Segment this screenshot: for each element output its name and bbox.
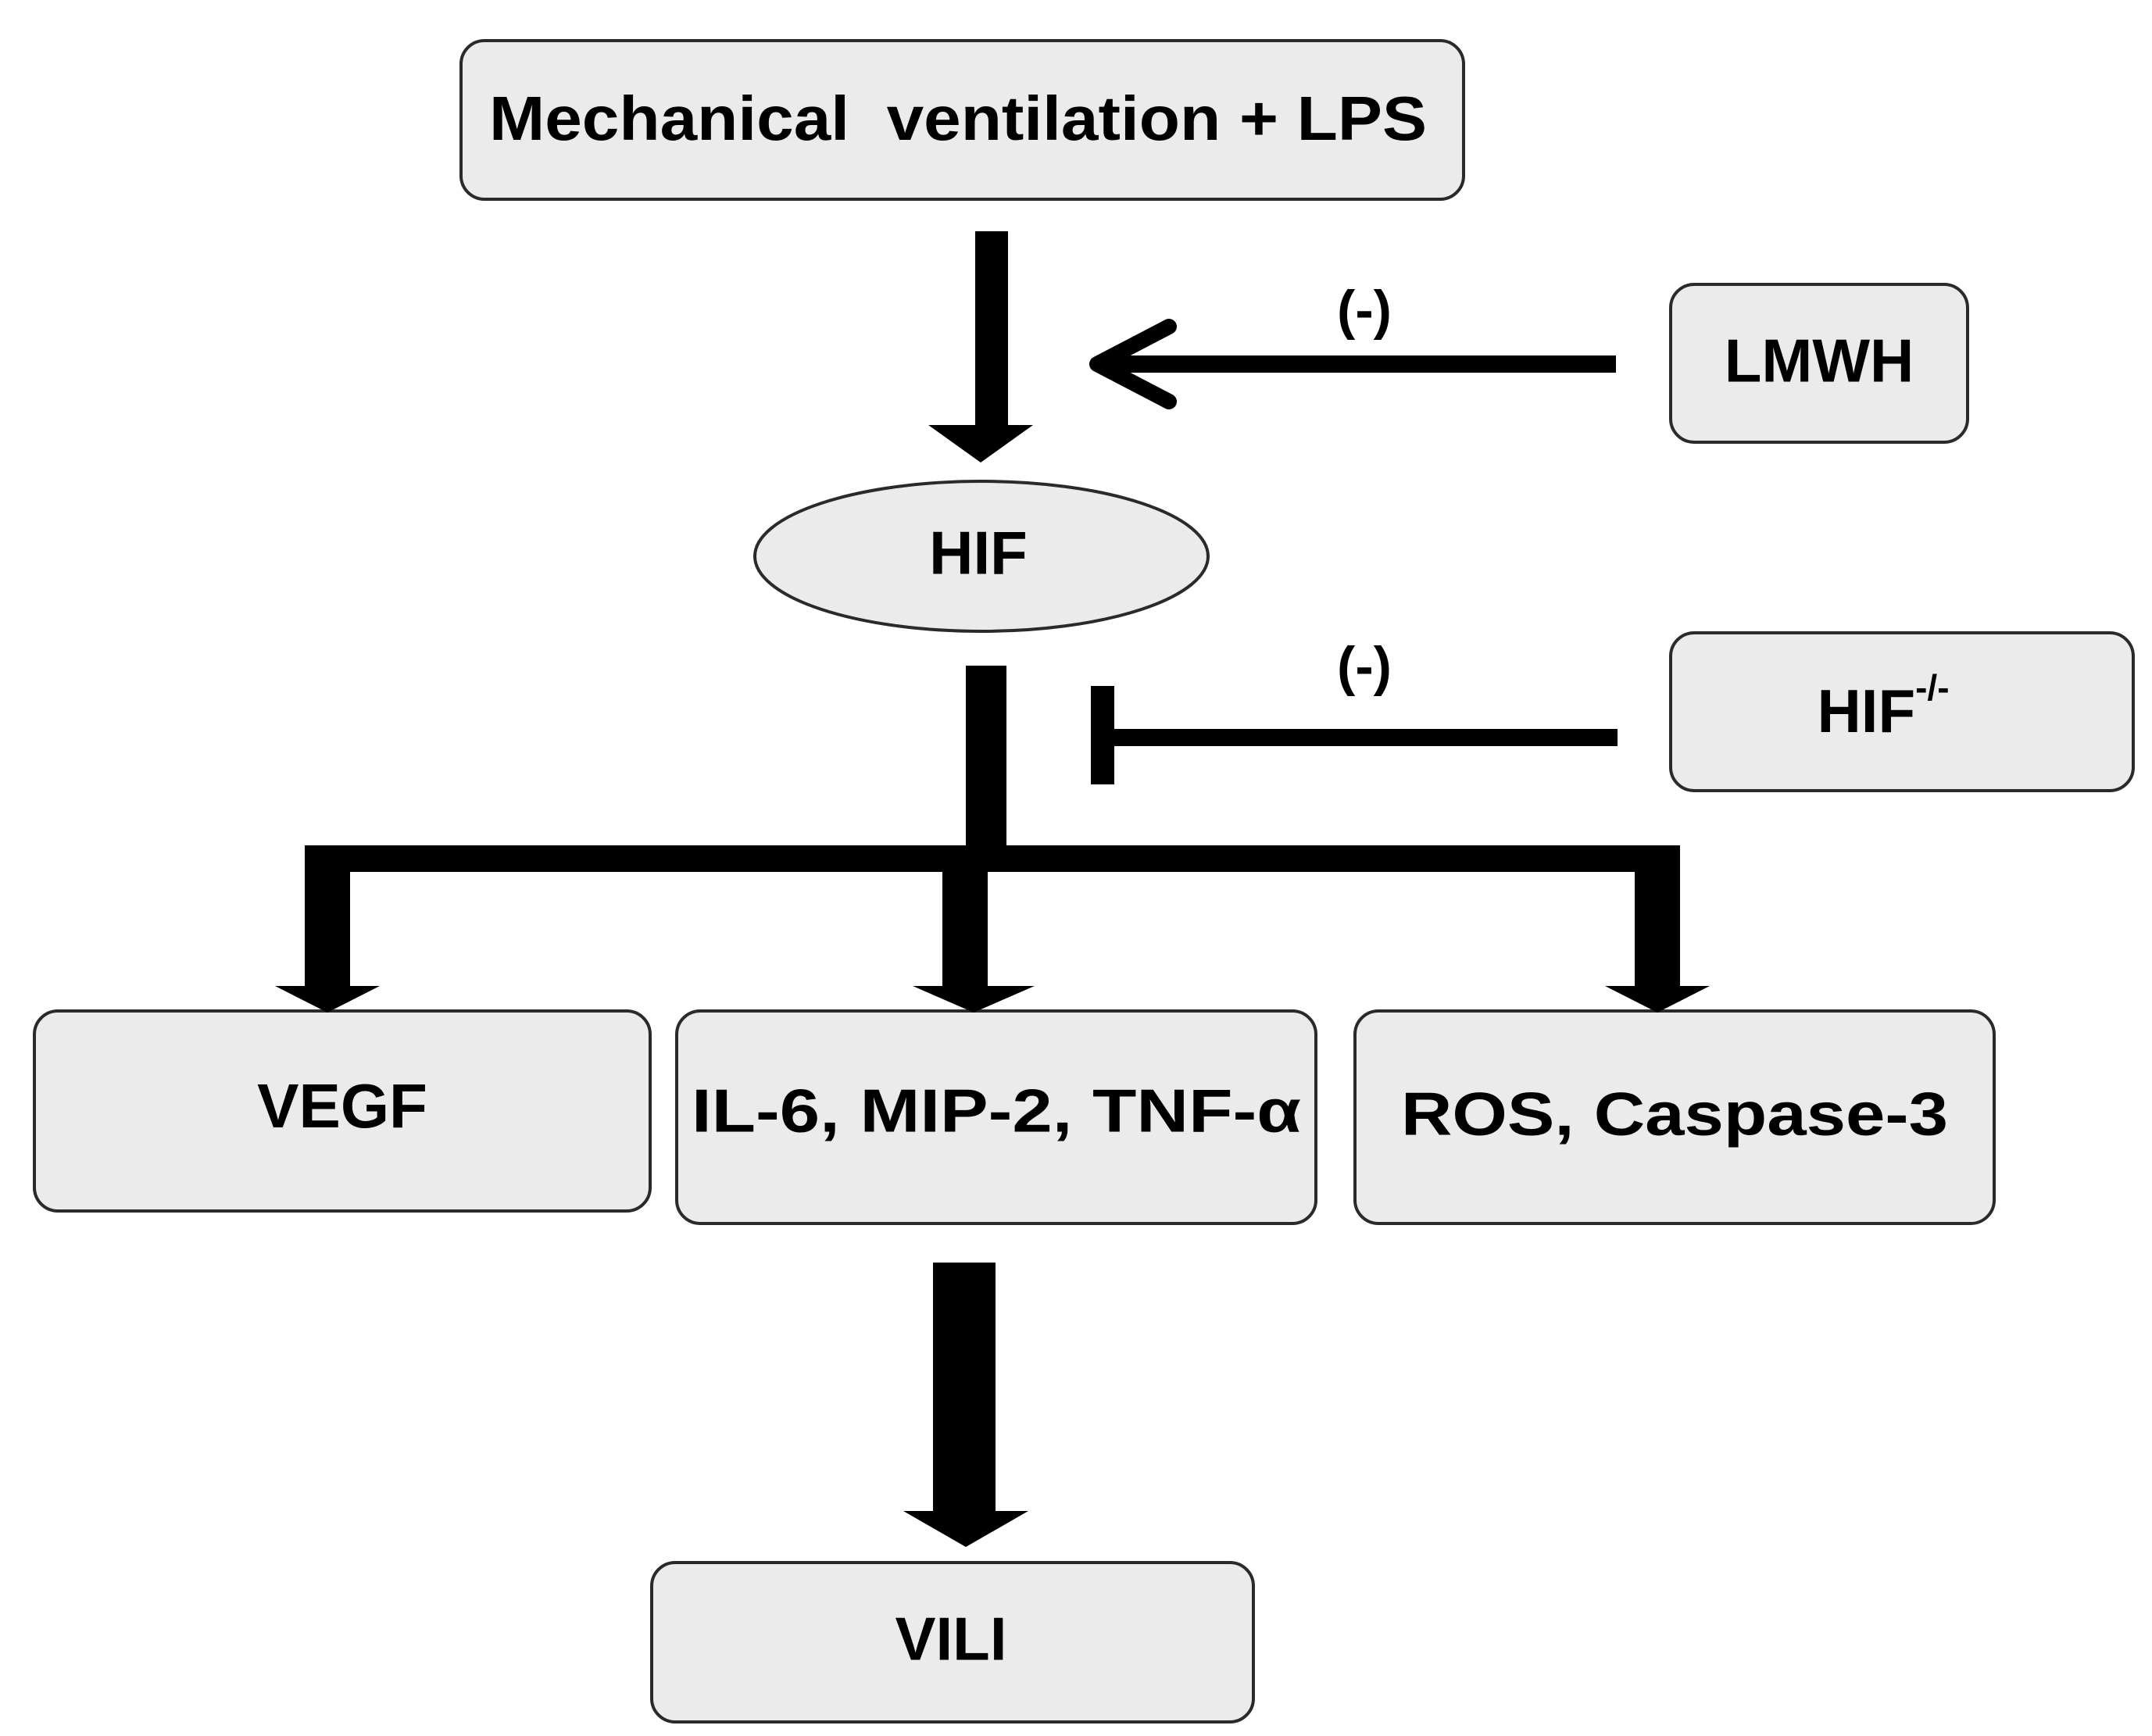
stimulus-to-hif-arrow [928, 231, 1033, 463]
hif-knockout-base: HIF [1817, 677, 1915, 745]
vili-node: VILI [650, 1561, 1255, 1723]
to-vili-arrow [903, 1263, 1028, 1547]
branch-to-cytokines-arrow [913, 845, 1035, 1013]
lmwh-inhibition-arrow [1089, 319, 1616, 409]
vili-label: VILI [895, 1605, 1006, 1673]
stimulus-label: Mechanical ventilation + LPS [489, 84, 1427, 153]
lmwh-node: LMWH [1669, 283, 1969, 444]
hif-knockout-inhibition [1091, 686, 1618, 784]
lmwh-label: LMWH [1725, 327, 1914, 395]
branch-to-vegf-arrow [275, 845, 380, 1013]
cytokines-label: IL-6, MIP-2, TNF-α [692, 1077, 1301, 1145]
cytokines-node: IL-6, MIP-2, TNF-α [675, 1009, 1317, 1225]
ros-node: ROS, Caspase-3 [1353, 1009, 1996, 1225]
lmwh-sign-label: (-) [1337, 279, 1392, 340]
hif-trunk [966, 666, 1006, 866]
branch-bar [308, 845, 1677, 872]
hif-knockout-node: HIF-/- [1669, 631, 2135, 792]
ros-label: ROS, Caspase-3 [1401, 1080, 1948, 1148]
vegf-label: VEGF [257, 1071, 427, 1141]
hif-node: HIF [753, 480, 1210, 633]
hif-knockout-label: HIF-/- [1817, 667, 1949, 745]
hif-knockout-sign-label: (-) [1337, 635, 1392, 696]
hif-knockout-superscript: -/- [1915, 667, 1949, 708]
hif-label: HIF [929, 519, 1028, 588]
branch-to-ros-arrow [1605, 845, 1710, 1013]
vegf-node: VEGF [33, 1009, 652, 1213]
stimulus-node: Mechanical ventilation + LPS [459, 39, 1465, 201]
